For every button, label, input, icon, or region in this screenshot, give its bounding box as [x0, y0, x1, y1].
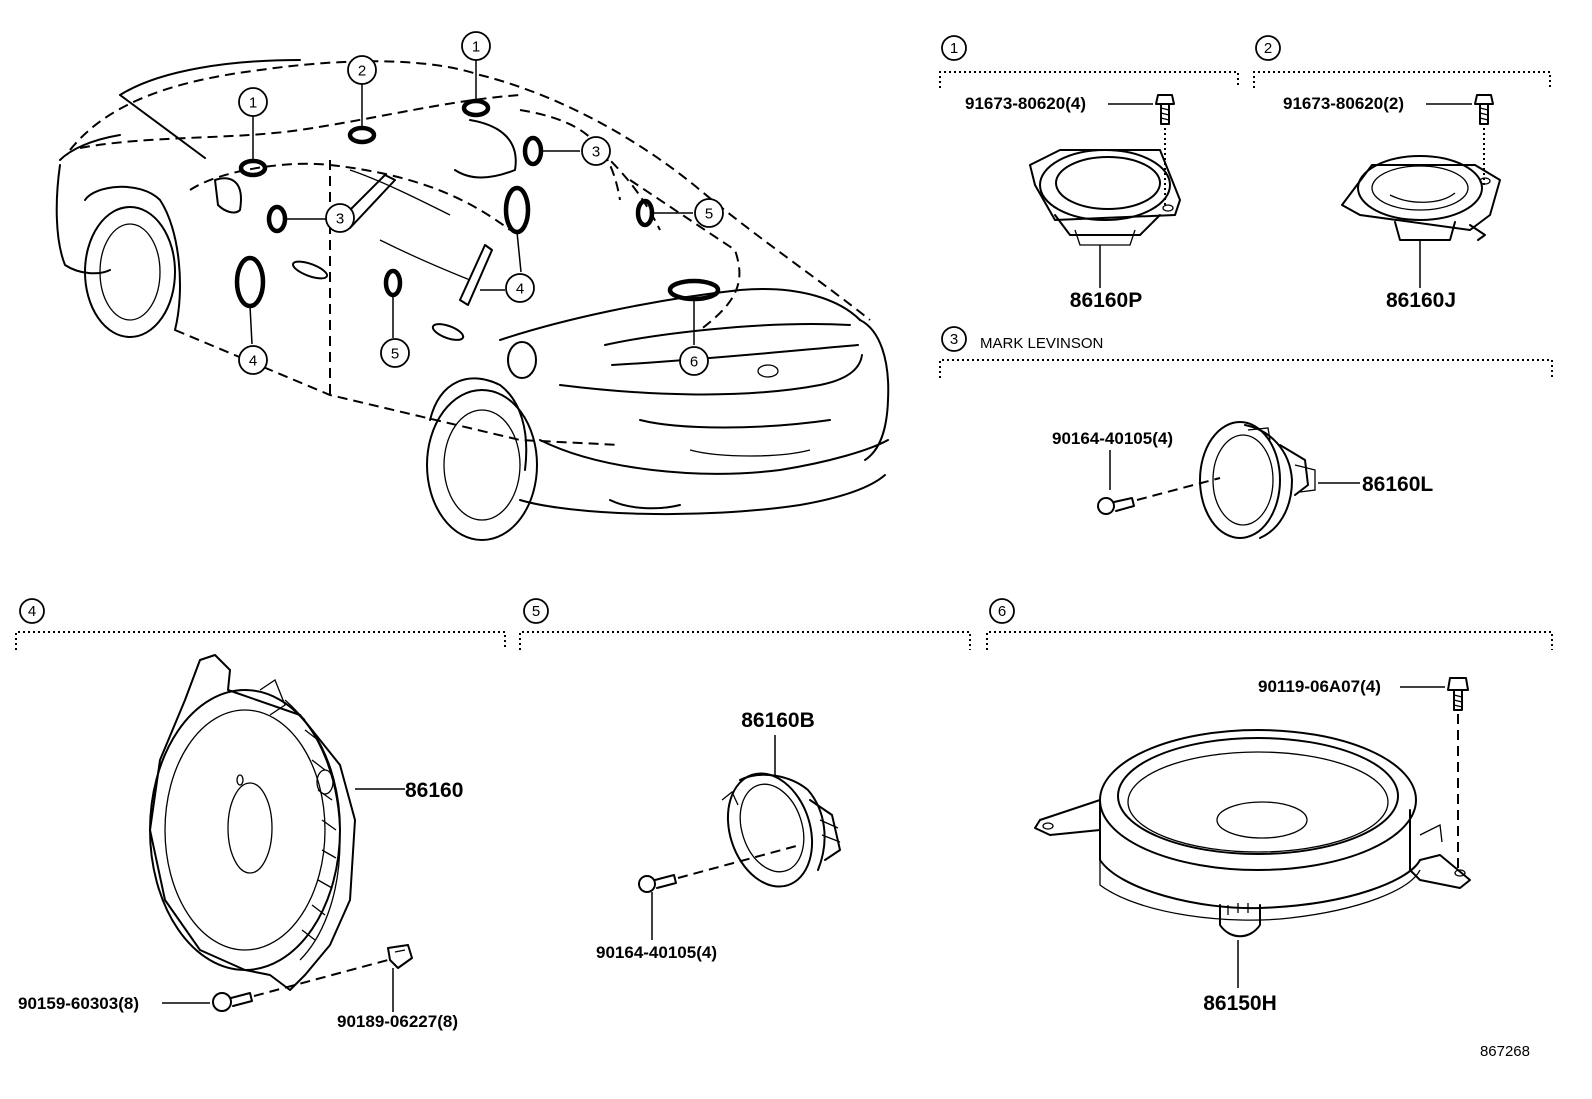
car-callout-1a: 1 — [238, 87, 268, 117]
s5-speaker-86160B — [721, 772, 841, 888]
svg-text:4: 4 — [249, 353, 257, 370]
s1-screw-label: 91673-80620(4) — [965, 94, 1086, 113]
s3-screw-label: 90164-40105(4) — [1052, 429, 1173, 448]
s1-speaker-label: 86160P — [1070, 289, 1142, 312]
svg-text:6: 6 — [690, 354, 698, 371]
s4-clip — [387, 944, 413, 969]
svg-text:3: 3 — [592, 144, 600, 161]
section-1: 1 91673-80620(4) 86160P — [939, 35, 1239, 312]
s1-speaker-86160P — [1029, 149, 1181, 246]
svg-text:1: 1 — [472, 39, 480, 56]
s2-speaker-86160J — [1341, 155, 1501, 241]
svg-text:3: 3 — [950, 331, 958, 348]
car-callout-3a: 3 — [325, 203, 355, 233]
s3-screw — [1097, 497, 1135, 515]
svg-text:1: 1 — [950, 40, 958, 57]
svg-text:5: 5 — [705, 206, 713, 223]
car-callout-6: 6 — [679, 346, 709, 376]
s6-speaker-86150H — [1034, 729, 1471, 938]
car-callout-1b: 1 — [461, 31, 491, 61]
s6-speaker-label: 86150H — [1203, 992, 1277, 1015]
section-2: 2 91673-80620(2) 86160J — [1253, 35, 1551, 312]
s6-screw-label: 90119-06A07(4) — [1258, 677, 1381, 696]
car-ring-5a — [383, 268, 403, 298]
svg-text:5: 5 — [532, 603, 540, 620]
s5-screw-label: 90164-40105(4) — [596, 943, 717, 962]
svg-text:1: 1 — [249, 95, 257, 112]
car-ring-4a — [234, 255, 266, 309]
svg-text:3: 3 — [336, 211, 344, 228]
car-ring-1a — [238, 158, 268, 178]
s2-screw-label: 91673-80620(2) — [1283, 94, 1404, 113]
svg-text:2: 2 — [358, 63, 366, 80]
svg-text:2: 2 — [1264, 40, 1272, 57]
car-callout-4a: 4 — [238, 345, 268, 375]
s5-screw — [638, 874, 677, 893]
car-ring-3b — [522, 135, 544, 167]
svg-text:4: 4 — [28, 603, 36, 620]
car-callout-2: 2 — [347, 55, 377, 85]
s3-speaker-86160L — [1199, 421, 1316, 539]
car-callout-5a: 5 — [380, 338, 410, 368]
car-ring-2 — [347, 125, 377, 145]
s4-screw-label: 90159-60303(8) — [18, 994, 139, 1013]
car-callout-5b: 5 — [694, 198, 724, 228]
section-4: 4 86160 90159-60303(8) 90189-06227(8) — [15, 598, 506, 1031]
svg-text:4: 4 — [516, 281, 524, 298]
s4-screw — [212, 992, 253, 1012]
car-callout-3b: 3 — [581, 136, 611, 166]
s6-screw — [1447, 677, 1469, 711]
car-ring-4b — [503, 185, 531, 235]
s2-speaker-label: 86160J — [1386, 289, 1456, 312]
s1-screw — [1155, 94, 1175, 125]
s3-speaker-label: 86160L — [1362, 473, 1433, 496]
diagram-ref-number: 867268 — [1480, 1043, 1530, 1060]
section-3: 3 MARK LEVINSON 90164-40105(4) 86160L — [939, 326, 1553, 539]
svg-text:5: 5 — [391, 346, 399, 363]
s4-speaker-label: 86160 — [405, 779, 463, 802]
s4-speaker-86160 — [149, 654, 356, 991]
car-ring-1b — [461, 98, 491, 118]
s4-clip-label: 90189-06227(8) — [337, 1012, 458, 1031]
section-5: 5 86160B 90164-40105(4) — [519, 598, 971, 962]
svg-text:6: 6 — [998, 603, 1006, 620]
s3-title: MARK LEVINSON — [980, 335, 1103, 352]
car-ring-3a — [266, 204, 288, 234]
section-6: 6 90119-06A07(4) 86150H — [986, 598, 1553, 1015]
car-callout-4b: 4 — [505, 273, 535, 303]
s5-speaker-label: 86160B — [741, 709, 815, 732]
s2-screw — [1474, 94, 1494, 125]
car-illustration: 1 2 1 3 3 4 4 5 — [55, 31, 890, 541]
